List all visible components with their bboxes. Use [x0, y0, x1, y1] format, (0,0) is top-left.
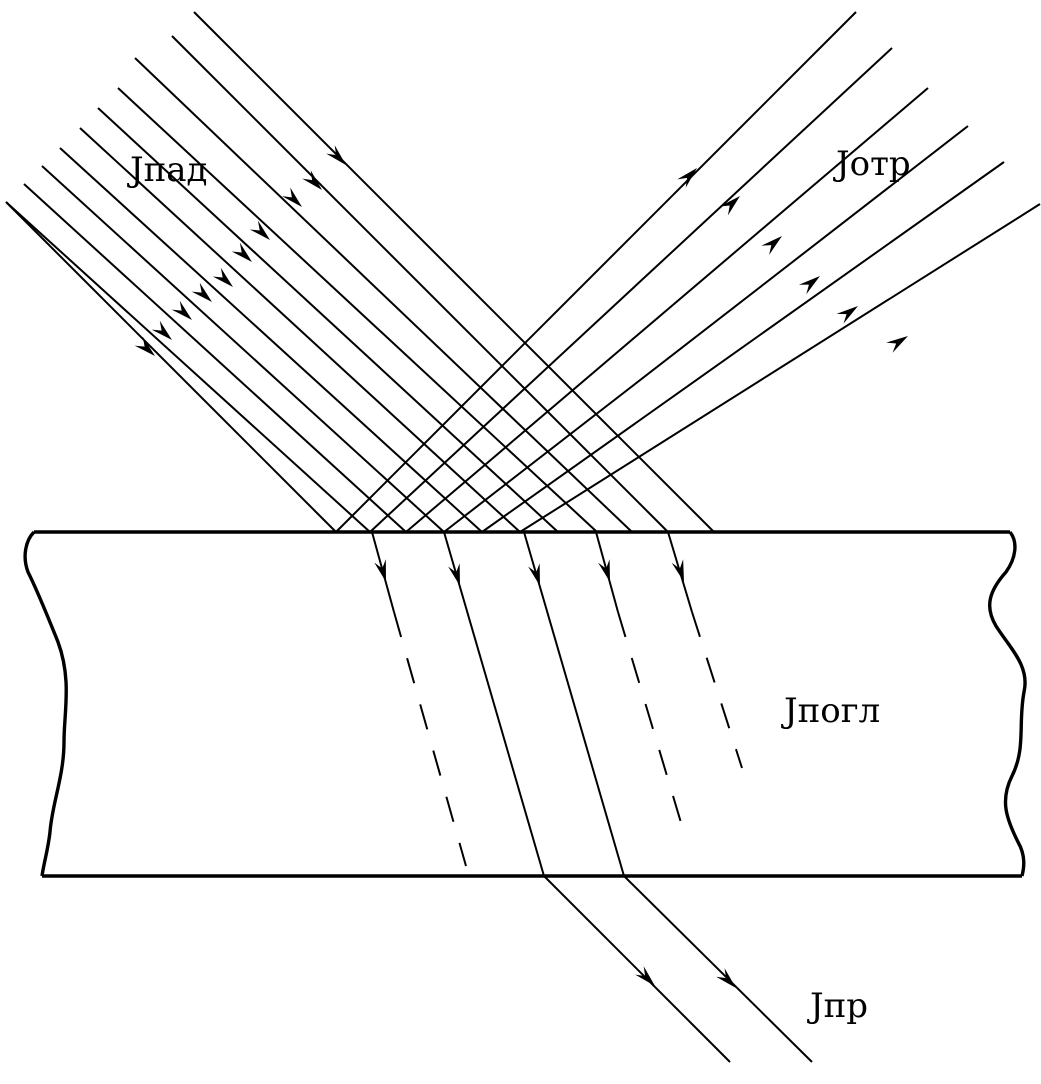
refracted-arrow — [374, 559, 386, 582]
incident-arrow — [212, 267, 233, 287]
incident-arrow — [281, 187, 302, 207]
reflected-arrow — [836, 306, 858, 324]
incident-ray — [97, 107, 559, 533]
incident-arrow — [326, 145, 346, 165]
transmitted-arrow — [716, 968, 736, 988]
incident-label: Jпад — [127, 150, 208, 190]
absorbed-ray-dashed — [393, 611, 467, 867]
slab-right-broken-edge — [988, 530, 1027, 877]
transmitted-ray — [623, 875, 813, 1063]
reflected-ray — [443, 125, 969, 533]
incident-rays — [5, 11, 715, 533]
slab-left-broken-edge — [23, 530, 68, 877]
transmitted-ray — [543, 875, 731, 1063]
refracted-ray — [443, 531, 545, 877]
refracted-arrow — [528, 563, 540, 586]
reflected-ray — [405, 87, 929, 533]
incident-ray — [41, 165, 445, 533]
absorbed-label: Jпогл — [781, 691, 880, 731]
incident-ray — [59, 147, 483, 533]
incident-arrow — [191, 282, 212, 302]
reflected-ray — [519, 203, 1041, 533]
refracted-arrow — [671, 559, 684, 582]
incident-ray — [5, 201, 337, 533]
incident-ray — [193, 11, 715, 533]
incident-ray — [23, 183, 407, 533]
transmitted-arrow — [635, 966, 655, 986]
reflected-arrow — [719, 196, 740, 216]
refracted-ray — [523, 531, 625, 877]
reflected-ray — [335, 11, 857, 533]
reflected-rays — [335, 11, 1041, 533]
absorbed-ray-dashed — [691, 611, 743, 769]
absorbed-ray-dashed — [617, 611, 683, 827]
refracted-arrow — [448, 563, 460, 586]
incident-ray — [5, 201, 371, 533]
incident-ray — [171, 35, 669, 533]
incident-arrow — [302, 170, 322, 190]
incident-ray — [117, 87, 598, 533]
refracted-arrow — [598, 559, 610, 582]
incident-arrow — [249, 220, 270, 240]
reflected-arrow — [761, 236, 782, 255]
incident-arrow — [134, 336, 155, 356]
reflected-arrow — [886, 336, 908, 353]
reflected-ray — [369, 47, 893, 533]
reflected-ray — [481, 161, 1005, 533]
material-slab — [23, 530, 1027, 878]
reflected-label: Jотр — [833, 144, 911, 184]
incident-arrow — [151, 320, 172, 340]
transmitted-rays — [543, 875, 813, 1063]
incident-ray — [134, 57, 633, 533]
transmitted-label: Jпр — [807, 986, 868, 1026]
incident-arrow — [231, 242, 252, 262]
reflected-arrow — [677, 168, 697, 188]
refracted-rays — [371, 531, 743, 877]
incident-arrow — [171, 300, 192, 320]
reflected-arrow — [798, 276, 820, 295]
incident-ray — [79, 127, 521, 533]
